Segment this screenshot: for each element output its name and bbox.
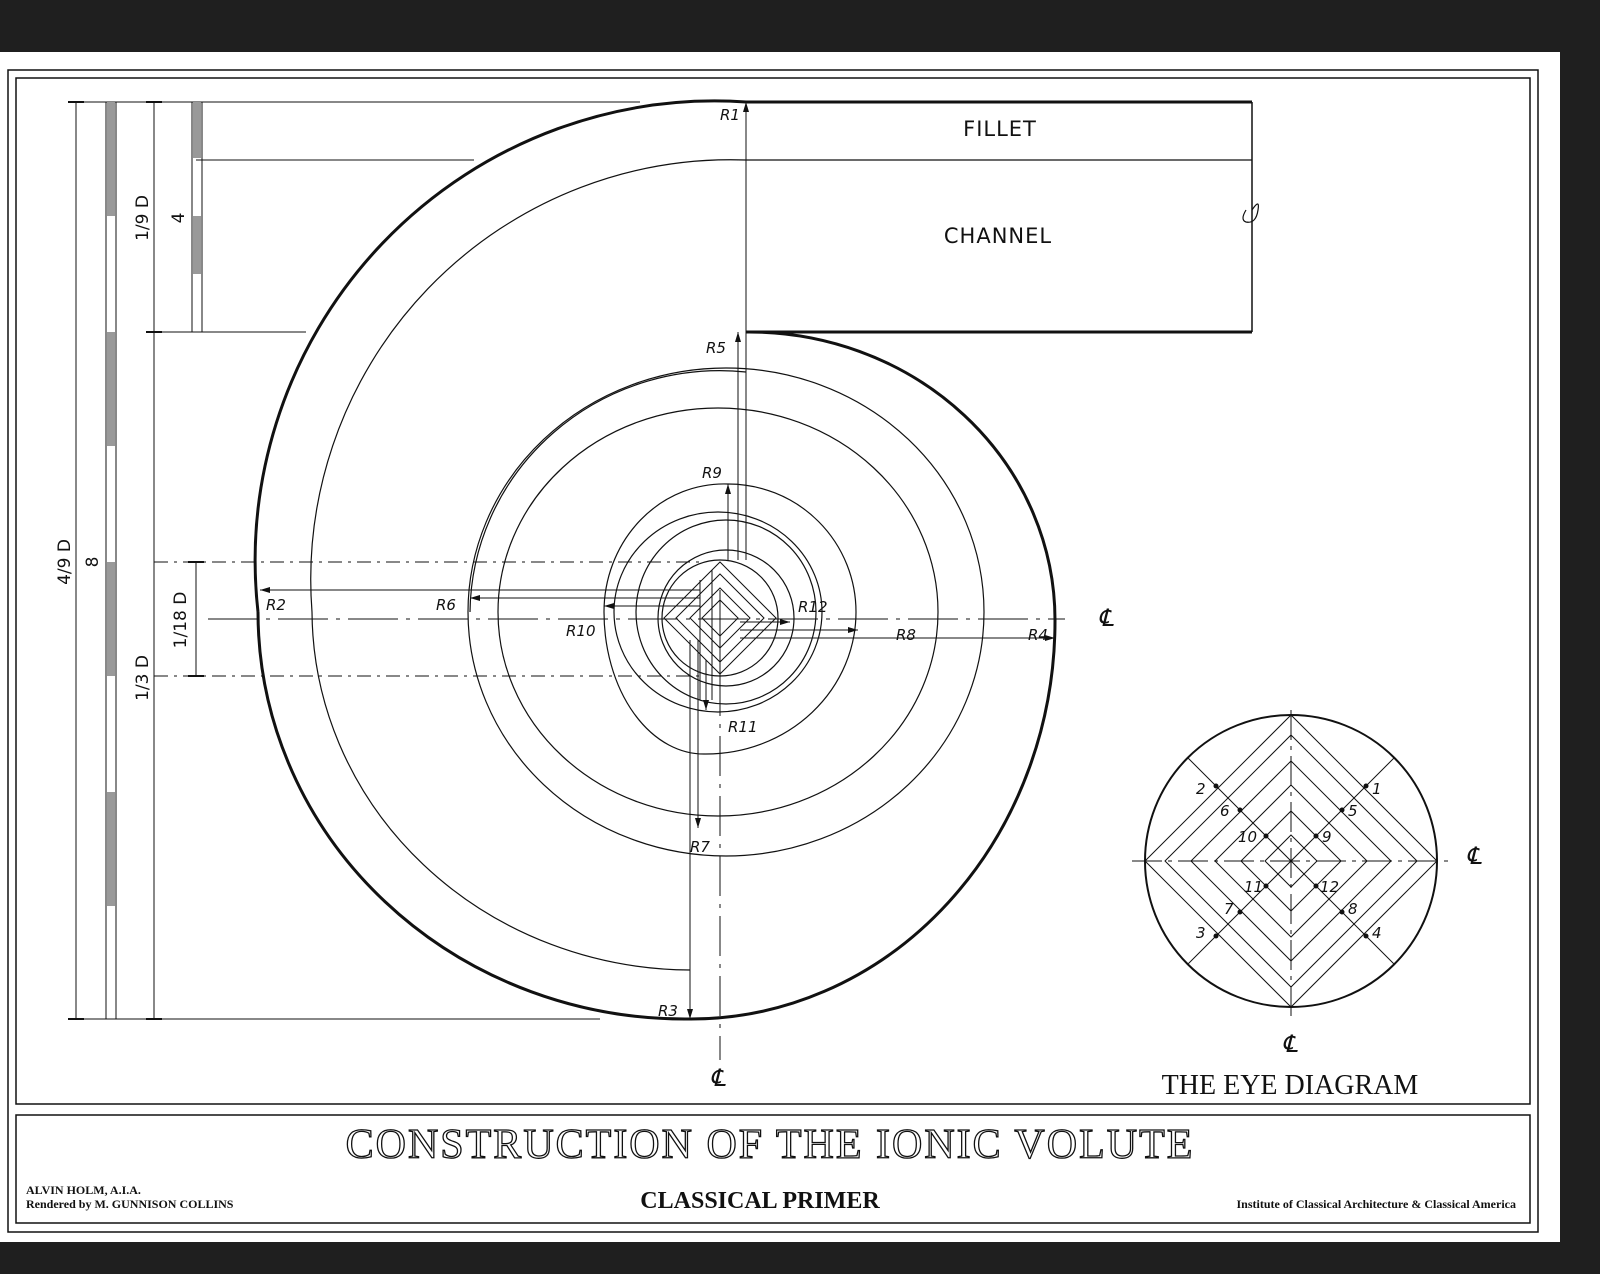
- main-title: CONSTRUCTION OF THE IONIC VOLUTE: [346, 1122, 1195, 1168]
- dim-four-ninths-d: 4/9 D: [55, 539, 75, 585]
- eye-point-1: 1: [1372, 780, 1382, 798]
- centerline-symbol-bottom: ℄: [710, 1064, 726, 1092]
- dashed-guides: [154, 561, 1065, 1060]
- eye-point-12: 12: [1320, 878, 1339, 896]
- fillet-label: FILLET: [963, 117, 1037, 141]
- r10-label: R10: [566, 622, 596, 640]
- publisher: Institute of Classical Architecture & Cl…: [1236, 1197, 1516, 1211]
- radius-leaders: [260, 102, 1055, 1019]
- author: ALVIN HOLM, A.I.A.: [26, 1183, 141, 1197]
- eye-point-4: 4: [1372, 924, 1382, 942]
- right-dark-margin: [1560, 52, 1600, 1242]
- r9-label: R9: [702, 464, 722, 482]
- dim-one-third-d: 1/3 D: [133, 655, 153, 701]
- arrowheads: [260, 102, 1055, 1019]
- r3-label: R3: [658, 1002, 678, 1020]
- eye-points: [1213, 783, 1369, 939]
- outer-border: [7, 69, 1539, 1233]
- eye-point-9: 9: [1322, 828, 1332, 846]
- eye-point-6: 6: [1220, 802, 1230, 820]
- subtitle: CLASSICAL PRIMER: [640, 1188, 880, 1214]
- r7-label: R7: [690, 838, 710, 856]
- left-dimensions: [68, 101, 640, 1020]
- dim-eight: 8: [83, 557, 103, 568]
- eye-diagram: [1132, 710, 1448, 1018]
- dim-four: 4: [169, 213, 189, 224]
- eye-centerline-symbol-bottom: ℄: [1282, 1030, 1298, 1058]
- dim-one-ninth-d: 1/9 D: [133, 195, 153, 241]
- r2-label: R2: [266, 596, 286, 614]
- centerline-symbol-right: ℄: [1098, 604, 1114, 632]
- r5-label: R5: [706, 339, 726, 357]
- eye-point-10: 10: [1238, 828, 1257, 846]
- dim-one-eighteenth-d: 1/18 D: [171, 592, 191, 649]
- scale-hatches: [107, 102, 201, 906]
- volute-spiral: [253, 99, 1259, 1021]
- eye-point-2: 2: [1196, 780, 1206, 798]
- r8-label: R8: [896, 626, 916, 644]
- eye-point-3: 3: [1196, 924, 1206, 942]
- r1-label: R1: [720, 106, 740, 124]
- r4-label: R4: [1028, 626, 1048, 644]
- eye-point-5: 5: [1348, 802, 1358, 820]
- channel-label: CHANNEL: [944, 224, 1052, 248]
- rendered-by: Rendered by M. GUNNISON COLLINS: [26, 1197, 234, 1211]
- eye-point-11: 11: [1244, 878, 1263, 896]
- r11-label: R11: [728, 718, 758, 736]
- eye-point-8: 8: [1348, 900, 1358, 918]
- r12-label: R12: [798, 598, 828, 616]
- title-block-frame: [15, 1114, 1531, 1224]
- r6-label: R6: [436, 596, 456, 614]
- eye-centerline-symbol-right: ℄: [1466, 842, 1482, 870]
- eye-point-7: 7: [1224, 900, 1234, 918]
- drawing-frame: [15, 77, 1531, 1105]
- eye-diagram-title: THE EYE DIAGRAM: [1162, 1070, 1419, 1101]
